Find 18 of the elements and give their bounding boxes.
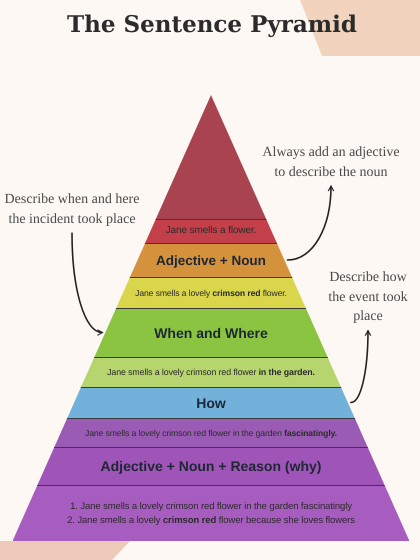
band-heading: Adjective + Noun [156, 252, 266, 268]
title: The Sentence Pyramid [67, 11, 357, 38]
annotation-note: Describe when and here the incident took place [0, 190, 144, 230]
annotation-note: Always add an adjective to describe the noun [258, 143, 404, 182]
curved-arrow [350, 330, 372, 404]
example-sentence: Jane smells a lovely crimson red flower in the garden fascinatingly. [85, 428, 337, 438]
band-heading: How [196, 394, 226, 412]
example-sentence: Jane smells a lovely crimson red flower in the garden. [107, 367, 315, 378]
example-sentence: Jane smells a lovely crimson red flower. [135, 288, 287, 298]
annotation-note: Describe how the event took place [322, 268, 414, 327]
curved-arrow [286, 185, 334, 261]
pyramid-band [67, 387, 355, 418]
band-heading: Adjective + Noun + Reason (why) [100, 458, 322, 475]
example-sentence: 1. Jane smells a lovely crimson red flower in the garden fascinatingly [70, 500, 352, 512]
example-sentence: Jane smells a flower. [166, 225, 256, 238]
example-sentence: 2. Jane smells a lovely crimson red flower because she loves flowers [67, 514, 355, 526]
curved-arrow [71, 232, 104, 335]
band-heading: When and Where [154, 324, 268, 342]
